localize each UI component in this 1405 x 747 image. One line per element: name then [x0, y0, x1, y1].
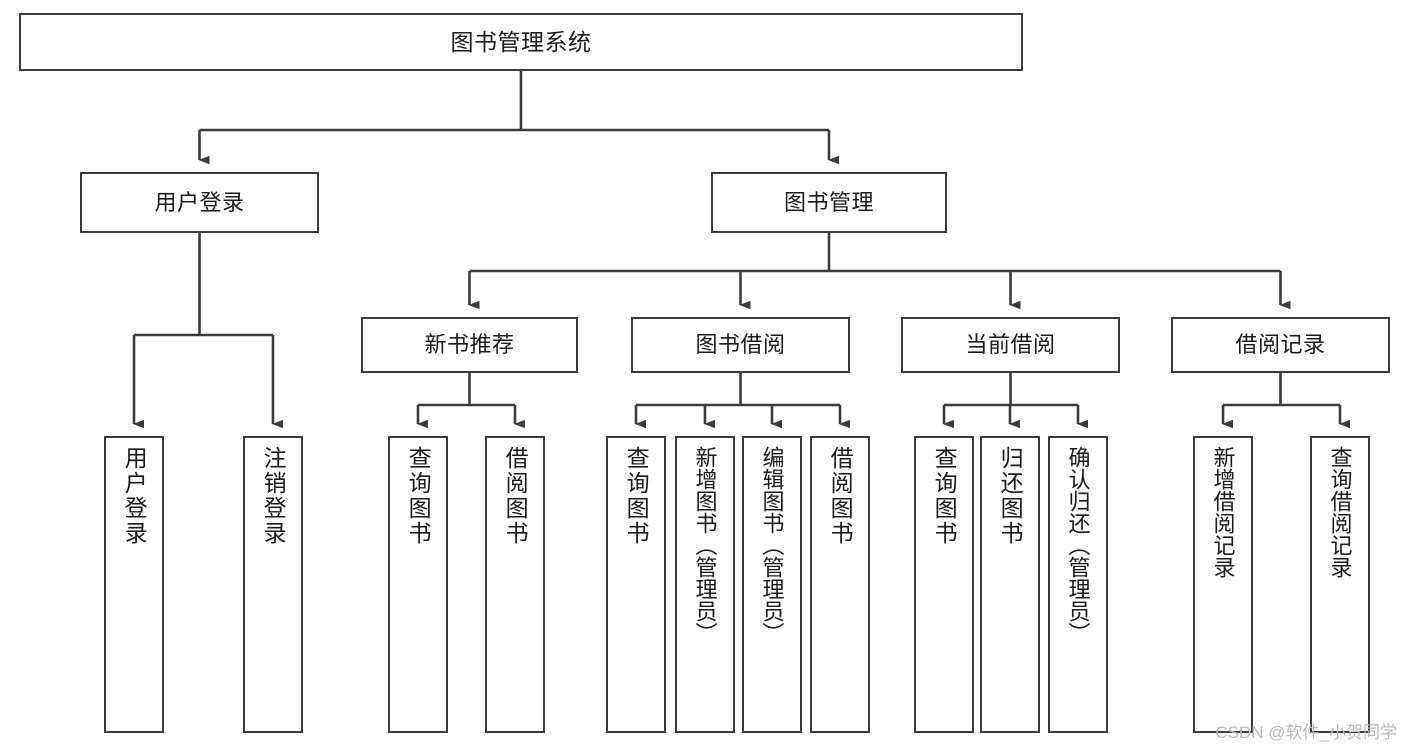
- node-borrow-record[interactable]: 借阅记录: [1171, 317, 1390, 373]
- node-leaf-logout[interactable]: 注销登录: [243, 436, 303, 733]
- node-current-borrow[interactable]: 当前借阅: [901, 317, 1120, 373]
- node-leaf-edit-book[interactable]: 编辑图书（管理员）: [742, 436, 802, 733]
- node-label-new-book-rec: 新书推荐: [424, 332, 515, 358]
- node-root[interactable]: 图书管理系统: [19, 13, 1023, 71]
- node-label-leaf-logout: 注销登录: [260, 446, 287, 546]
- node-leaf-borrow-1[interactable]: 借阅图书: [485, 436, 545, 733]
- node-label-leaf-add-book: 新增图书（管理员）: [692, 446, 718, 644]
- node-label-leaf-borrow-2: 借阅图书: [827, 446, 854, 546]
- node-label-leaf-query-rec: 查询借阅记录: [1327, 446, 1353, 578]
- node-leaf-confirm[interactable]: 确认归还（管理员）: [1048, 436, 1108, 733]
- node-leaf-add-record[interactable]: 新增借阅记录: [1193, 436, 1253, 733]
- node-label-leaf-confirm: 确认归还（管理员）: [1065, 446, 1091, 644]
- node-leaf-return[interactable]: 归还图书: [980, 436, 1040, 733]
- node-label-borrow-record: 借阅记录: [1235, 332, 1326, 358]
- node-label-leaf-add-record: 新增借阅记录: [1210, 446, 1236, 578]
- node-label-book-manage: 图书管理: [783, 189, 874, 215]
- node-label-leaf-edit-book: 编辑图书（管理员）: [759, 446, 785, 644]
- node-label-leaf-query-3: 查询图书: [931, 446, 958, 546]
- node-leaf-query-rec[interactable]: 查询借阅记录: [1310, 436, 1370, 733]
- node-label-current-borrow: 当前借阅: [965, 332, 1056, 358]
- node-user-login[interactable]: 用户登录: [80, 172, 319, 233]
- node-book-borrow[interactable]: 图书借阅: [631, 317, 850, 373]
- node-leaf-borrow-2[interactable]: 借阅图书: [810, 436, 870, 733]
- node-leaf-query-2[interactable]: 查询图书: [606, 436, 666, 733]
- node-label-leaf-borrow-1: 借阅图书: [502, 446, 529, 546]
- node-leaf-query-3[interactable]: 查询图书: [914, 436, 974, 733]
- watermark-text: CSDN @软件_小贺同学: [1215, 723, 1397, 742]
- node-new-book-rec[interactable]: 新书推荐: [361, 317, 578, 373]
- node-label-leaf-user-login: 用户登录: [121, 446, 148, 546]
- node-label-leaf-query-2: 查询图书: [623, 446, 650, 546]
- node-label-user-login: 用户登录: [154, 189, 245, 215]
- node-label-leaf-query-1: 查询图书: [405, 446, 432, 546]
- node-leaf-user-login[interactable]: 用户登录: [104, 436, 164, 733]
- node-leaf-query-1[interactable]: 查询图书: [388, 436, 448, 733]
- node-label-leaf-return: 归还图书: [997, 446, 1024, 546]
- node-leaf-add-book[interactable]: 新增图书（管理员）: [675, 436, 735, 733]
- node-label-book-borrow: 图书借阅: [695, 332, 786, 358]
- node-label-root: 图书管理系统: [450, 28, 592, 55]
- node-book-manage[interactable]: 图书管理: [711, 172, 947, 233]
